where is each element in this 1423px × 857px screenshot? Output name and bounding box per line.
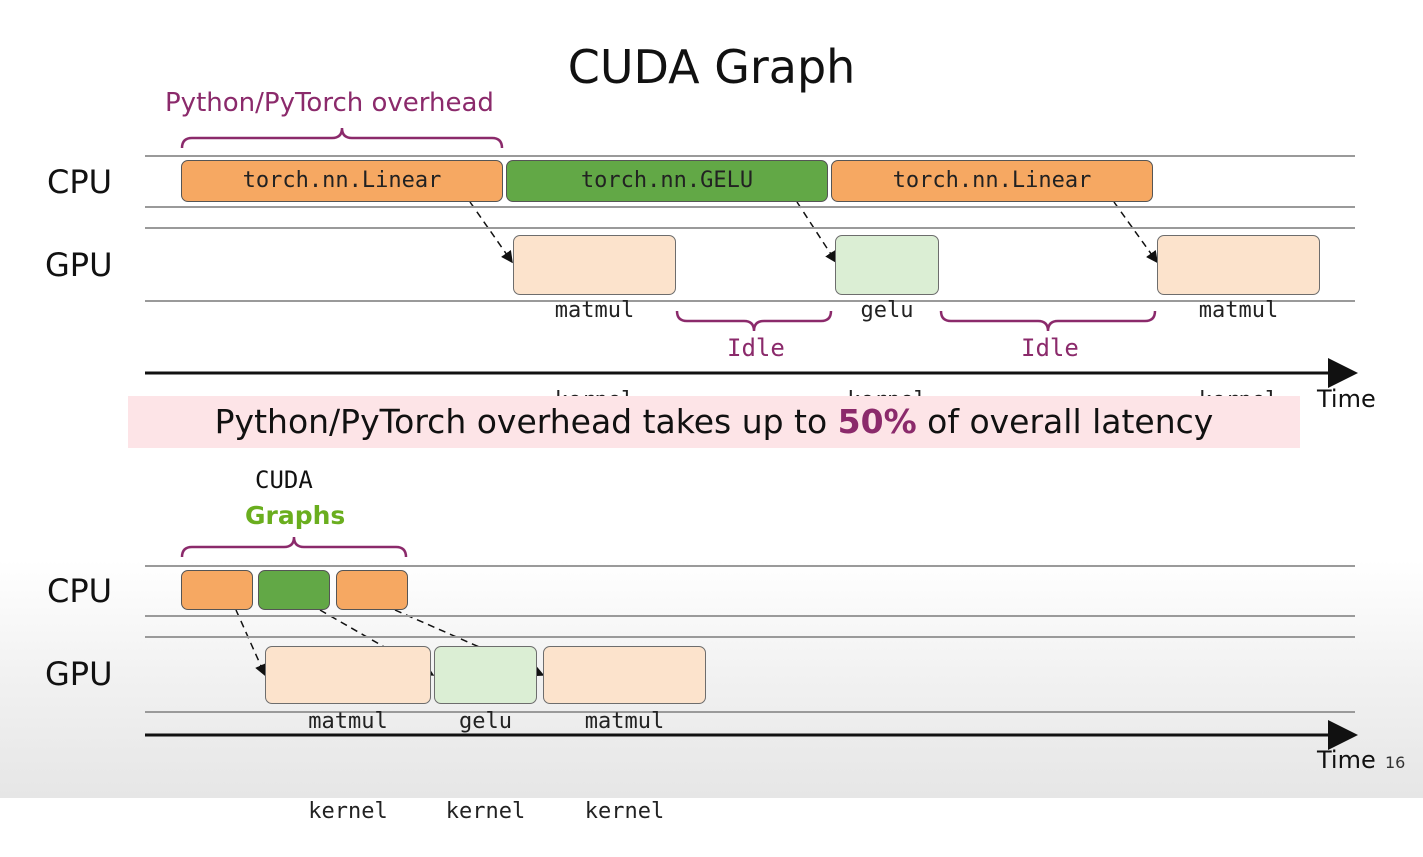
lane-line [145,565,1355,567]
idle-label: Idle [727,334,785,362]
overhead-label: Python/PyTorch overhead [165,88,494,118]
kernel-line: matmul [584,709,665,734]
dispatch-arrow [796,201,837,264]
kernel-line: gelu [459,709,512,734]
dispatch-arrow [1113,201,1158,264]
cpu-op-linear: torch.nn.Linear [181,160,503,202]
lane-line [145,300,1355,302]
latency-banner: Python/PyTorch overhead takes up to 50% … [128,396,1300,448]
gpu-lane-label: GPU [45,655,113,693]
cuda-graphs-label-line1: CUDA [255,466,313,494]
page-number: 16 [1385,753,1406,772]
slide-title: CUDA Graph [567,40,856,94]
lane-line [145,227,1355,229]
lane-line [145,711,1355,713]
cpu-op-gelu: torch.nn.GELU [506,160,828,202]
lane-line [145,636,1355,638]
lane-line [145,206,1355,208]
kernel-line: matmul [554,298,635,323]
kernel-line: kernel [584,799,665,824]
time-axis-label: Time [1317,385,1376,413]
cpu-op-gelu-compact [258,570,330,610]
cpu-lane-label: CPU [47,163,113,201]
gpu-lane-label: GPU [45,246,113,284]
cuda-graphs-bracket [180,536,408,558]
banner-text: Python/PyTorch overhead takes up to [214,402,838,441]
kernel-line: matmul [1198,298,1279,323]
cuda-graphs-label-line2: Graphs [245,501,346,530]
gpu-kernel-matmul: matmul kernel [543,646,706,824]
cpu-op-linear: torch.nn.Linear [831,160,1153,202]
kernel-line: matmul [308,709,388,734]
cpu-lane-label: CPU [47,572,113,610]
gpu-kernel-gelu: gelu kernel [434,646,537,824]
idle-bracket-1 [675,310,833,332]
gpu-kernel-matmul: matmul kernel [265,646,431,824]
kernel-line: kernel [445,799,526,824]
kernel-line: kernel [308,799,388,824]
banner-highlight: 50% [837,402,917,441]
kernel-line: gelu [860,298,914,323]
dispatch-arrow [235,609,267,677]
lane-line [145,155,1355,157]
gpu-kernel-matmul: matmul kernel [513,235,676,413]
lane-line [145,615,1355,617]
cpu-op-linear-compact [181,570,253,610]
idle-bracket-2 [939,310,1157,332]
overhead-bracket [180,127,504,149]
gpu-kernel-matmul: matmul kernel [1157,235,1320,413]
banner-text: of overall latency [916,402,1214,441]
idle-label: Idle [1021,334,1079,362]
cpu-op-linear-compact [336,570,408,610]
gpu-kernel-gelu: gelu kernel [835,235,939,413]
dispatch-arrow [469,201,513,264]
time-axis-label: Time [1317,746,1376,774]
